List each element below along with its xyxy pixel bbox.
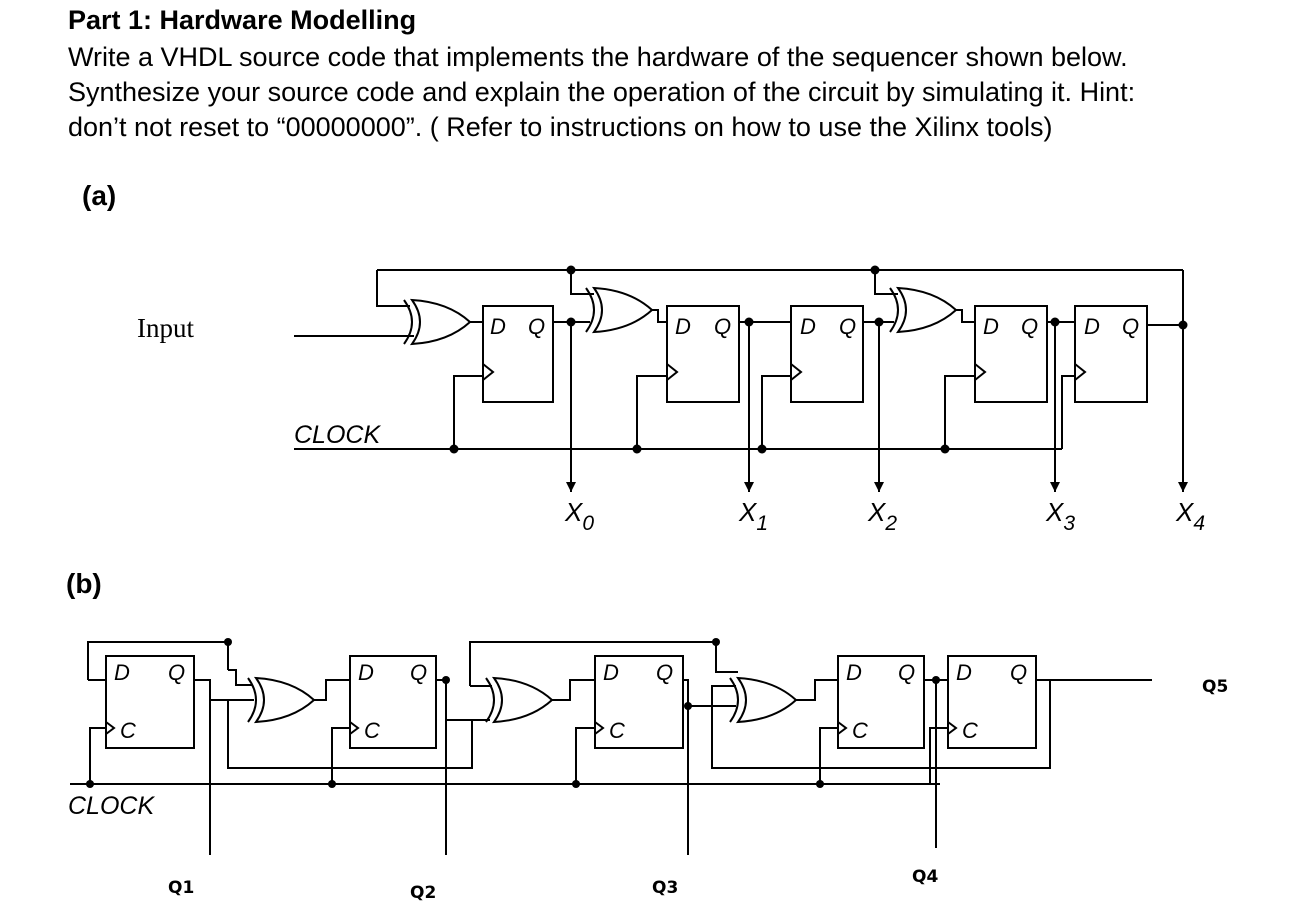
b-dff4-q: Q xyxy=(898,660,915,685)
part-heading: Part 1: Hardware Modelling xyxy=(68,5,417,35)
a-dff3-clk-symbol xyxy=(790,363,803,381)
a-clk-branch-3 xyxy=(761,375,791,449)
b-output-q4: Q4 xyxy=(912,867,938,887)
b-dff-4 xyxy=(837,655,925,749)
a-clk-branch-4 xyxy=(944,375,975,449)
b-dff-pin-labels: D Q C D Q C D Q C D Q C D Q C xyxy=(114,660,1027,743)
a-dff2-d: D xyxy=(675,314,691,339)
b-xor-gate-1 xyxy=(247,676,316,724)
b-output-q5: Q5 xyxy=(1202,677,1228,697)
b-dff4-d: D xyxy=(846,660,862,685)
a-clk-branch-1 xyxy=(453,375,483,449)
a-dff5-d: D xyxy=(1084,314,1100,339)
b-dff-5 xyxy=(947,655,1037,749)
a-dff4-clk-symbol xyxy=(974,363,987,381)
a-dff-4 xyxy=(974,305,1048,403)
b-q3-line xyxy=(683,679,689,855)
b-q1-out xyxy=(194,679,254,701)
b-dff5-d: D xyxy=(956,660,972,685)
figure-a-circuit xyxy=(294,269,1188,492)
figure-a-junctions xyxy=(449,265,1188,454)
a-clk-branch-5 xyxy=(1061,375,1075,449)
a-dff1-q: Q xyxy=(528,314,545,339)
a-dff1-d: D xyxy=(490,314,506,339)
b-xor-gate-2 xyxy=(485,676,554,724)
instructions-line-1: Write a VHDL source code that implements… xyxy=(68,42,1128,72)
b-dff3-d: D xyxy=(603,660,619,685)
a-dff5-q: Q xyxy=(1122,314,1139,339)
b-dff2-c: C xyxy=(364,718,380,743)
b-dff1-c: C xyxy=(120,718,136,743)
a-xor-gate-3 xyxy=(889,286,958,334)
a-xor1-feedback xyxy=(376,270,410,307)
a-dff-1 xyxy=(482,305,554,403)
b-dff-2 xyxy=(349,655,437,749)
a-dff3-d: D xyxy=(800,314,816,339)
a-dff3-q: Q xyxy=(839,314,856,339)
b-dff4-c: C xyxy=(852,718,868,743)
b-output-labels: Q1 Q2 Q3 Q4 Q5 xyxy=(168,677,1228,903)
figure-a-label: (a) xyxy=(82,180,117,211)
a-output-x3: X3 xyxy=(1045,497,1075,535)
b-dff-3 xyxy=(594,655,684,749)
a-dff-5 xyxy=(1074,305,1148,403)
a-dff4-q: Q xyxy=(1021,314,1038,339)
b-dff5-c: C xyxy=(962,718,978,743)
a-dff-3 xyxy=(790,305,864,403)
b-clock-label: CLOCK xyxy=(68,792,155,820)
a-input-label: Input xyxy=(137,313,194,343)
a-dff2-clk-symbol xyxy=(666,363,679,381)
a-dff-2 xyxy=(666,305,740,403)
a-dff-pin-labels: D Q D Q D Q D Q D Q xyxy=(490,314,1139,339)
instructions-line-3: don’t not reset to “00000000”. ( Refer t… xyxy=(68,112,1053,142)
b-dff3-q: Q xyxy=(656,660,673,685)
a-xor-gate-1 xyxy=(403,298,472,346)
b-dff-1 xyxy=(105,655,195,749)
b-dff1-q: Q xyxy=(168,660,185,685)
b-dff2-d: D xyxy=(358,660,374,685)
a-output-x2: X2 xyxy=(867,497,897,535)
instructions-paragraph: Write a VHDL source code that implements… xyxy=(68,40,1278,145)
a-dff5-clk-symbol xyxy=(1074,363,1087,381)
a-xor2-feedback xyxy=(570,270,594,295)
a-output-labels: X0 X1 X2 X3 X4 xyxy=(564,497,1205,535)
figure-b-circuit xyxy=(70,641,1152,855)
a-output-x4: X4 xyxy=(1175,497,1205,535)
a-clk-branch-2 xyxy=(636,375,667,449)
a-output-x1: X1 xyxy=(738,497,768,535)
a-clock-label: CLOCK xyxy=(294,421,381,449)
b-feedback-1 xyxy=(87,641,229,680)
b-xor-gate-3 xyxy=(729,676,798,724)
a-dff1-clk-symbol xyxy=(482,363,495,381)
b-dff2-q: Q xyxy=(410,660,427,685)
b-output-q1: Q1 xyxy=(168,878,194,898)
b-dff1-d: D xyxy=(114,660,130,685)
figure-b-junctions xyxy=(86,638,940,788)
a-output-x0: X0 xyxy=(564,497,594,535)
b-dff3-c: C xyxy=(609,718,625,743)
a-xor3-out xyxy=(956,309,975,323)
a-xor3-feedback xyxy=(874,270,898,295)
a-xor2-out xyxy=(652,309,667,323)
a-dff2-q: Q xyxy=(714,314,731,339)
a-xor-gate-2 xyxy=(585,286,654,334)
b-output-q2: Q2 xyxy=(410,883,436,903)
instructions-line-2: Synthesize your source code and explain … xyxy=(68,77,1136,107)
figure-b-label: (b) xyxy=(66,568,102,599)
b-dff5-q: Q xyxy=(1010,660,1027,685)
a-dff4-d: D xyxy=(983,314,999,339)
b-output-q3: Q3 xyxy=(652,878,678,898)
